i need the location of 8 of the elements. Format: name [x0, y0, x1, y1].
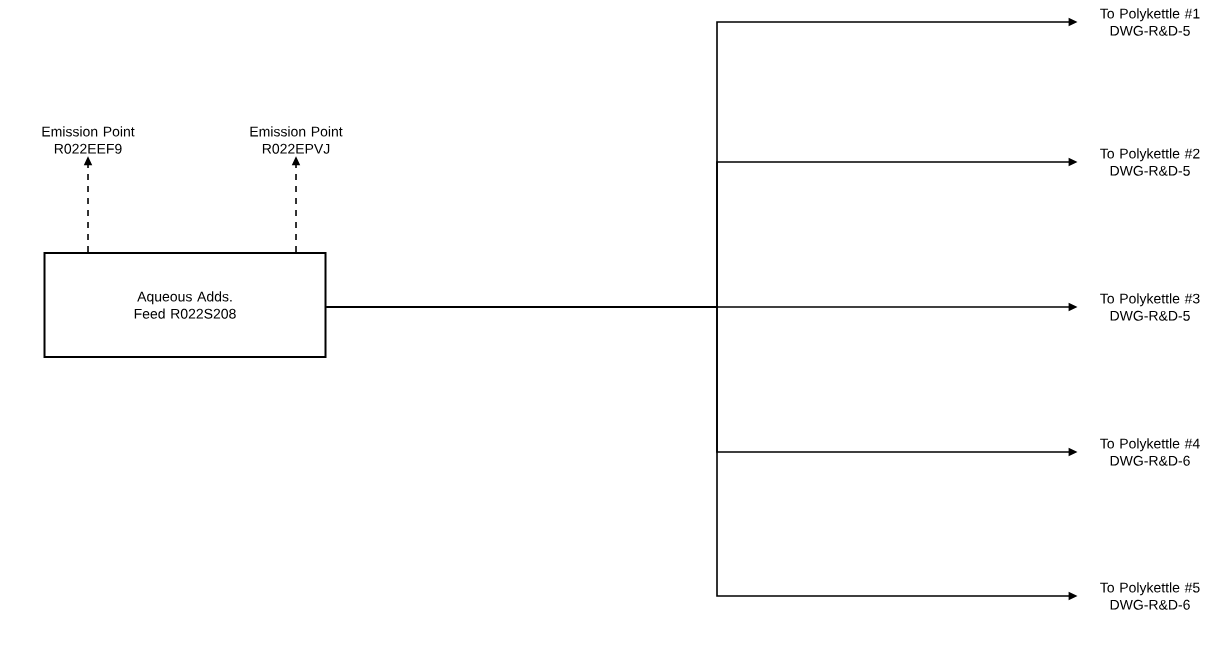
- destination-label: To Polykettle #1 DWG-R&D-5: [1100, 8, 1200, 36]
- process-box: Aqueous Adds. Feed R022S208: [43, 252, 327, 358]
- destination-label: To Polykettle #4 DWG-R&D-6: [1100, 438, 1200, 466]
- emission-point-label: Emission Point R022EEF9: [42, 126, 135, 154]
- destination-label: To Polykettle #2 DWG-R&D-5: [1100, 148, 1200, 176]
- destination-label: To Polykettle #3 DWG-R&D-5: [1100, 293, 1200, 321]
- destination-label: To Polykettle #5 DWG-R&D-6: [1100, 582, 1200, 610]
- emission-point-label: Emission Point R022EPVJ: [250, 126, 343, 154]
